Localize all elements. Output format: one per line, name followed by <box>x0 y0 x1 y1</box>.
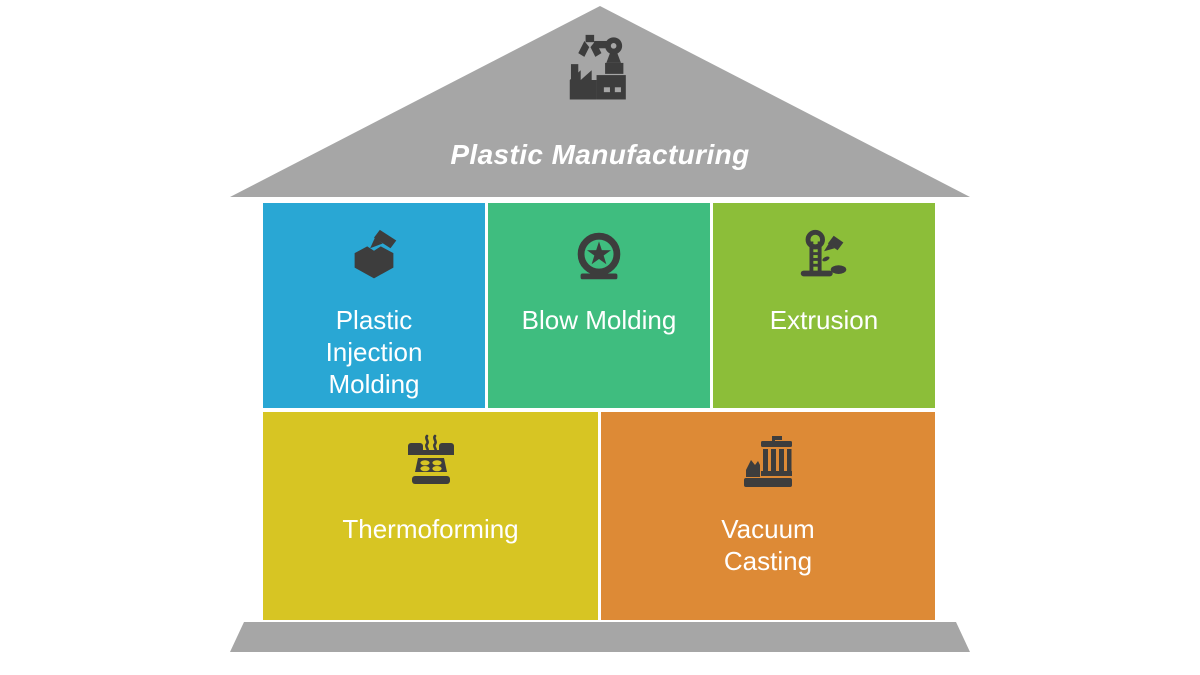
block-label: Plastic Injection Molding <box>325 305 423 399</box>
block-vacuum-casting: Vacuum Casting <box>601 412 935 620</box>
process-row-top: Plastic Injection Molding Blow Molding <box>263 203 935 408</box>
block-plastic-injection-molding: Plastic Injection Molding <box>263 203 485 408</box>
extrusion-icon <box>793 223 855 291</box>
thermoforming-icon <box>399 432 463 500</box>
block-blow-molding: Blow Molding <box>488 203 710 408</box>
block-label: Extrusion <box>769 305 879 335</box>
block-label: Vacuum Casting <box>721 514 815 576</box>
vacuum-casting-icon <box>736 432 800 500</box>
block-label: Blow Molding <box>521 305 677 335</box>
block-extrusion: Extrusion <box>713 203 935 408</box>
blow-molding-icon <box>568 223 630 291</box>
process-row-bottom: Thermoforming <box>263 412 935 620</box>
roof-shape <box>230 6 970 197</box>
block-thermoforming: Thermoforming <box>263 412 598 620</box>
foundation-shape <box>230 622 970 652</box>
diagram-title: Plastic Manufacturing <box>450 139 750 170</box>
injection-molding-icon <box>343 223 405 291</box>
block-label: Thermoforming <box>342 514 519 544</box>
factory-robot-icon <box>559 28 639 110</box>
